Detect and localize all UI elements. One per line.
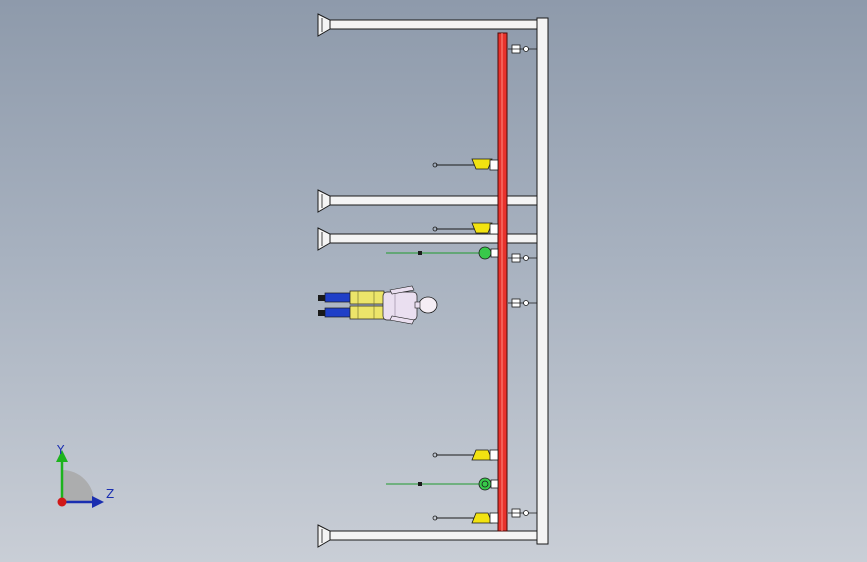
- y-axis-label: Y: [56, 443, 65, 457]
- clamp-2[interactable]: [508, 253, 537, 263]
- z-arrow-head: [92, 496, 104, 508]
- clamp-3[interactable]: [508, 298, 537, 308]
- vertical-column[interactable]: [536, 17, 549, 545]
- clamp-4[interactable]: [508, 508, 537, 518]
- y-arrow-head: [56, 450, 68, 462]
- beam-middle-1[interactable]: [317, 189, 538, 213]
- yellow-fixture-4[interactable]: [432, 512, 499, 524]
- beam-bottom[interactable]: [317, 524, 538, 548]
- human-mannequin[interactable]: [318, 285, 438, 325]
- green-probe-1[interactable]: [386, 246, 499, 260]
- coordinate-triad: Y Z: [56, 443, 114, 508]
- beam-top[interactable]: [317, 13, 538, 37]
- yellow-fixture-1[interactable]: [432, 158, 499, 171]
- yellow-fixture-2[interactable]: [432, 222, 499, 235]
- green-probe-2[interactable]: [386, 477, 499, 491]
- triad-quadrant: [62, 470, 94, 502]
- yellow-fixture-3[interactable]: [432, 449, 499, 461]
- clamp-1[interactable]: [508, 44, 537, 54]
- beam-middle-2[interactable]: [317, 227, 538, 251]
- x-axis-dot: [57, 497, 67, 507]
- z-axis-label: Z: [106, 487, 114, 501]
